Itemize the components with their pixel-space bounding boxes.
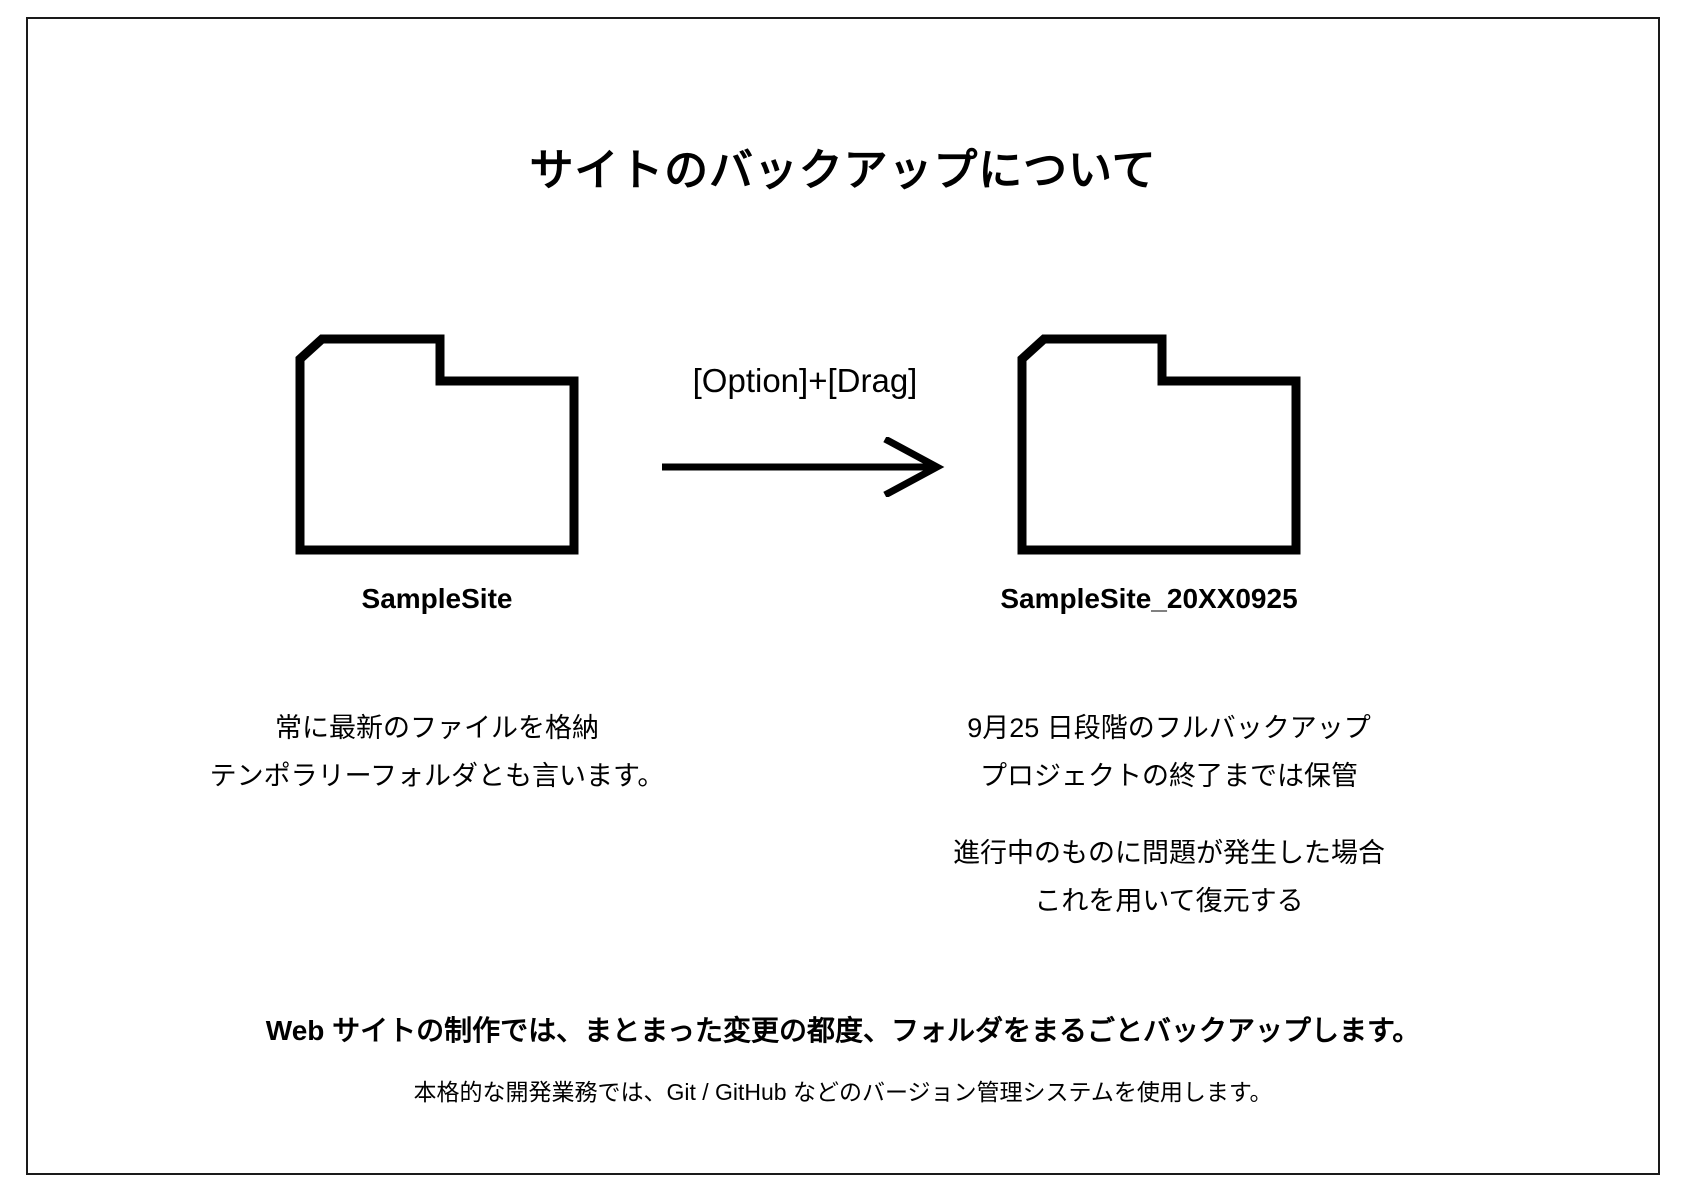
folder-label-target: SampleSite_20XX0925 <box>1000 583 1298 614</box>
transition-caption: [Option]+[Drag] <box>692 362 918 399</box>
page-title: サイトのバックアップについて <box>529 146 1157 195</box>
footer-main-text: Web サイトの制作では、まとまった変更の都度、フォルダをまるごとバックアップし… <box>265 1015 1421 1046</box>
folder-icon-target[interactable] <box>1014 333 1304 558</box>
description-target: 9月25 日段階のフルバックアップ プロジェクトの終了までは保管 <box>889 704 1449 800</box>
description-target-line-1: 9月25 日段階のフルバックアップ <box>967 713 1371 743</box>
description-source-line-2: テンポラリーフォルダとも言います。 <box>209 761 665 791</box>
footer-sub-text: 本格的な開発業務では、Git / GitHub などのバージョン管理システムを使… <box>413 1079 1273 1105</box>
note-target-line-1: 進行中のものに問題が発生した場合 <box>953 838 1385 868</box>
folder-icon-source[interactable] <box>292 333 582 558</box>
note-target: 進行中のものに問題が発生した場合 これを用いて復元する <box>889 829 1449 925</box>
slide-border <box>26 17 1660 1175</box>
arrow-right-icon <box>660 435 950 499</box>
folder-label-source: SampleSite <box>361 583 513 614</box>
transition-group: [Option]+[Drag] <box>655 362 955 502</box>
description-source-line-1: 常に最新のファイルを格納 <box>275 713 599 743</box>
description-target-line-2: プロジェクトの終了までは保管 <box>980 761 1358 791</box>
description-source: 常に最新のファイルを格納 テンポラリーフォルダとも言います。 <box>157 704 717 800</box>
note-target-line-2: これを用いて復元する <box>1034 886 1304 916</box>
